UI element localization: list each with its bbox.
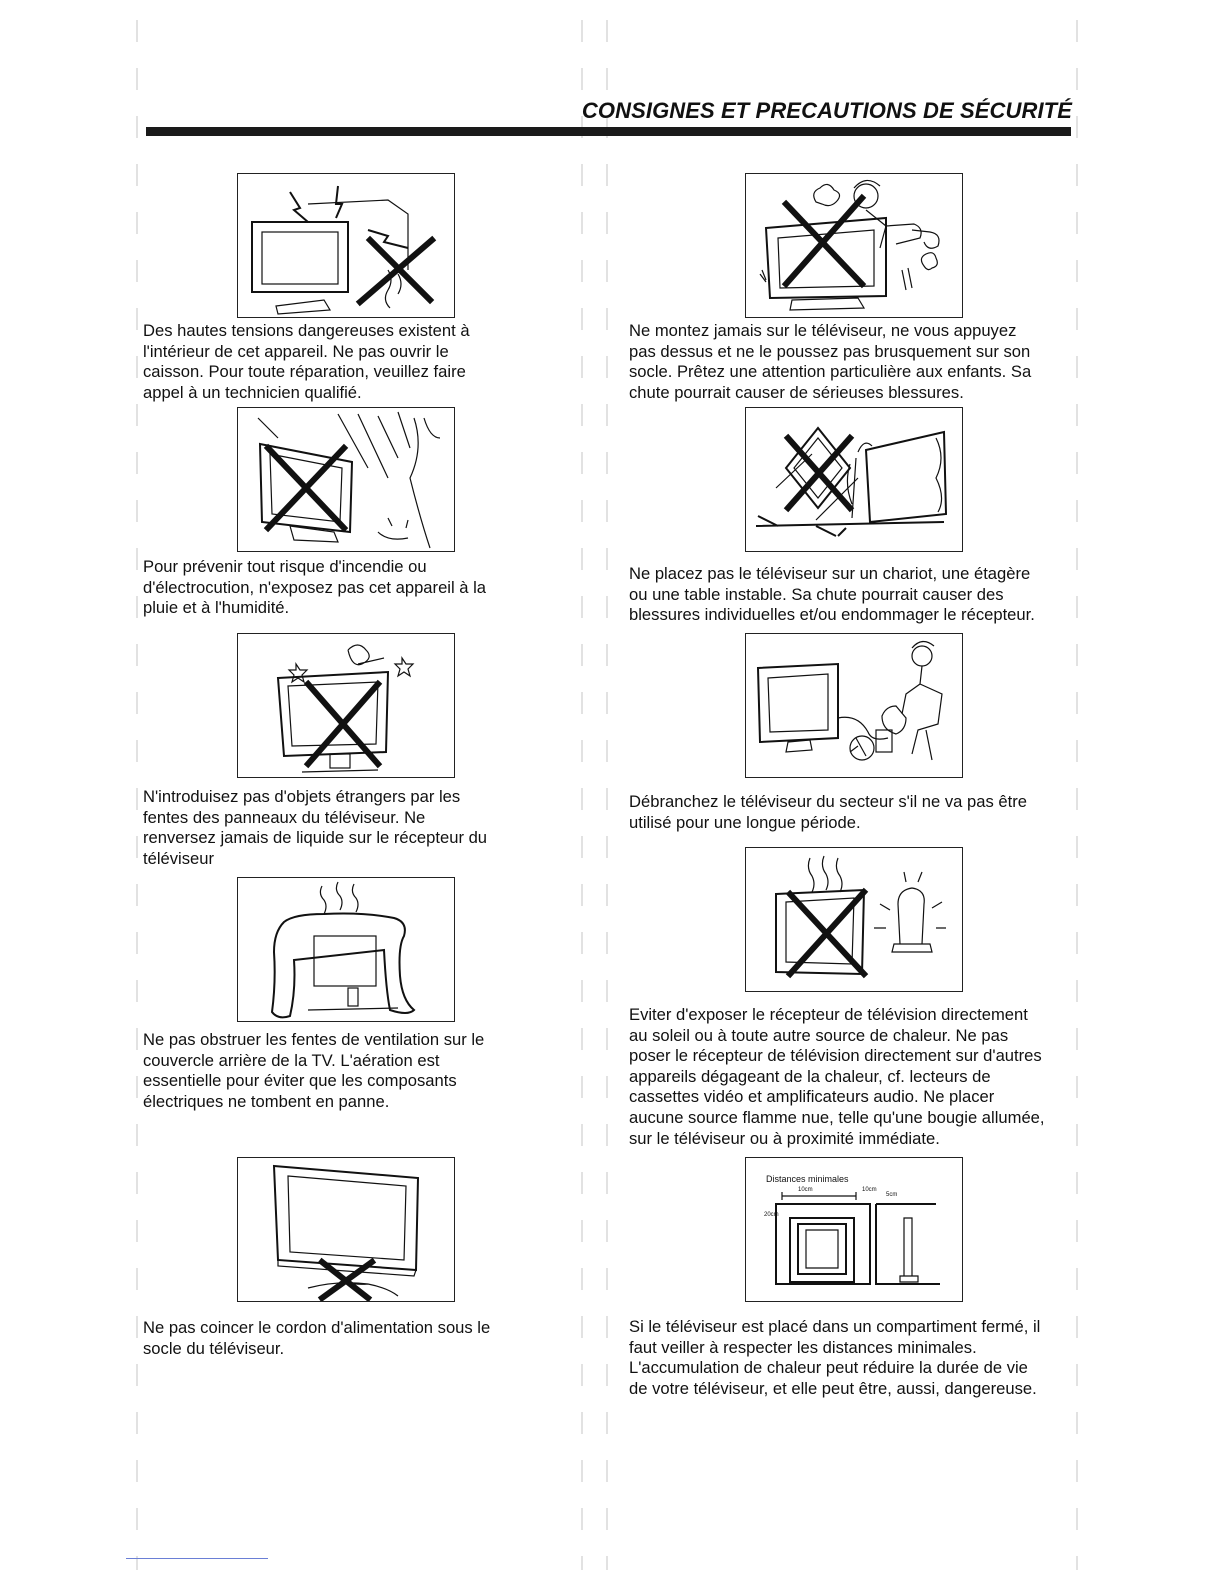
caption-minimum-distances: Si le téléviseur est placé dans un compa… <box>629 1317 1040 1399</box>
center-left-guide <box>581 20 583 1570</box>
high-voltage-icon <box>251 185 437 315</box>
minimum-distances-icon: Distances minimales 10cm 10cm 5cm 20cm <box>764 1174 940 1285</box>
caption-line: cassettes vidéo et amplificateurs audio.… <box>629 1087 995 1107</box>
caption-power-cord: Ne pas coincer le cordon d'alimentation … <box>143 1318 490 1359</box>
center-right-guide <box>606 20 608 1570</box>
caption-line: Si le téléviseur est placé dans un compa… <box>629 1317 1041 1336</box>
diagram-label-top: 10cm <box>798 1187 813 1193</box>
caption-line: Débranchez le téléviseur du secteur s'il… <box>629 792 1027 811</box>
diagram-label-side: 10cm <box>862 1187 877 1193</box>
caption-line: pluie et à l'humidité. <box>143 598 290 618</box>
footer-link-underline <box>126 1558 268 1559</box>
foreign-objects-icon <box>276 644 415 773</box>
illustration-unstable-surface <box>745 407 963 552</box>
diagram-label-right: 5cm <box>886 1192 897 1198</box>
caption-ventilation: Ne pas obstruer les fentes de ventilatio… <box>143 1030 484 1112</box>
caption-child-climbing: Ne montez jamais sur le téléviseur, ne v… <box>629 321 1031 403</box>
power-cord-under-stand-icon <box>272 1164 420 1301</box>
left-margin-guide <box>136 20 138 1570</box>
caption-line: au soleil ou à toute autre source de cha… <box>629 1025 1009 1045</box>
caption-line: poser le récepteur de télévision directe… <box>629 1046 1042 1066</box>
caption-line: caisson. Pour toute réparation, veuillez… <box>143 362 466 382</box>
caption-high-voltage: Des hautes tensions dangereuses existent… <box>143 321 470 403</box>
child-climbing-icon <box>759 179 940 311</box>
illustration-ventilation <box>237 877 455 1022</box>
illustration-child-climbing <box>745 173 963 318</box>
caption-line: socle. Prêtez une attention particulière… <box>629 362 1032 382</box>
caption-line: Pour prévenir tout risque d'incendie ou <box>143 557 427 576</box>
caption-line: Ne pas coincer le cordon d'alimentation … <box>143 1318 491 1337</box>
caption-foreign-objects: N'introduisez pas d'objets étrangers par… <box>143 787 487 869</box>
diagram-title: Distances minimales <box>766 1174 849 1184</box>
caption-line: couvercle arrière de la TV. L'aération e… <box>143 1050 440 1070</box>
caption-line: ou une table instable. Sa chute pourrait… <box>629 584 1004 604</box>
caption-line: l'intérieur de cet appareil. Ne pas ouvr… <box>143 341 449 361</box>
rain-humidity-icon <box>257 411 441 549</box>
caption-line: blessures individuelles et/ou endommager… <box>629 605 1035 625</box>
caption-line: utilisé pour une longue période. <box>629 812 861 832</box>
caption-unstable-surface: Ne placez pas le téléviseur sur un chari… <box>629 564 1035 626</box>
caption-line: essentielle pour éviter que les composan… <box>143 1071 457 1091</box>
caption-line: électriques ne tombent en panne. <box>143 1091 390 1111</box>
caption-line: sur le téléviseur ou à proximité immédia… <box>629 1128 940 1148</box>
page-title: CONSIGNES ET PRECAUTIONS DE SÉCURITÉ <box>581 98 1072 123</box>
caption-heat-source: Eviter d'exposer le récepteur de télévis… <box>629 1005 1045 1149</box>
caption-line: L'accumulation de chaleur peut réduire l… <box>629 1358 1028 1378</box>
illustration-minimum-distances: Distances minimales 10cm 10cm 5cm 20cm <box>745 1157 963 1302</box>
caption-line: Ne placez pas le téléviseur sur un chari… <box>629 564 1031 583</box>
illustration-foreign-objects <box>237 633 455 778</box>
caption-line: appel à un technicien qualifié. <box>143 382 362 402</box>
caption-line: Ne pas obstruer les fentes de ventilatio… <box>143 1030 485 1049</box>
unstable-surface-icon <box>755 426 948 537</box>
caption-line: pas dessus et ne le poussez pas brusquem… <box>629 341 1031 361</box>
caption-line: chute pourrait causer de sérieuses bless… <box>629 382 964 402</box>
caption-line: de votre téléviseur, et elle peut être, … <box>629 1378 1037 1398</box>
illustration-high-voltage <box>237 173 455 318</box>
diagram-label-left: 20cm <box>764 1212 779 1218</box>
caption-line: renversez jamais de liquide sur le récep… <box>143 828 488 848</box>
caption-line: socle du téléviseur. <box>143 1338 285 1358</box>
illustration-rain-humidity <box>237 407 455 552</box>
caption-line: N'introduisez pas d'objets étrangers par… <box>143 787 461 806</box>
ventilation-covered-icon <box>270 881 416 1019</box>
caption-line: aucune source flamme nue, telle qu'une b… <box>629 1107 1045 1127</box>
right-margin-guide <box>1076 20 1078 1570</box>
caption-line: appareils dégageant de la chaleur, cf. l… <box>629 1066 991 1086</box>
caption-line: téléviseur <box>143 848 215 868</box>
caption-line: Des hautes tensions dangereuses existent… <box>143 321 470 340</box>
heat-source-icon <box>775 855 946 979</box>
caption-line: fentes des panneaux du téléviseur. Ne <box>143 807 426 827</box>
caption-unplug: Débranchez le téléviseur du secteur s'il… <box>629 792 1027 833</box>
caption-line: Ne montez jamais sur le téléviseur, ne v… <box>629 321 1017 340</box>
title-rule <box>146 127 1071 136</box>
caption-line: faut veiller à respecter les distances m… <box>629 1337 977 1357</box>
unplug-icon <box>756 640 943 761</box>
caption-line: Eviter d'exposer le récepteur de télévis… <box>629 1005 1028 1024</box>
caption-rain-humidity: Pour prévenir tout risque d'incendie ou … <box>143 557 486 619</box>
caption-line: d'électrocution, n'exposez pas cet appar… <box>143 577 487 597</box>
illustration-heat-source <box>745 847 963 992</box>
illustration-power-cord <box>237 1157 455 1302</box>
illustration-unplug <box>745 633 963 778</box>
